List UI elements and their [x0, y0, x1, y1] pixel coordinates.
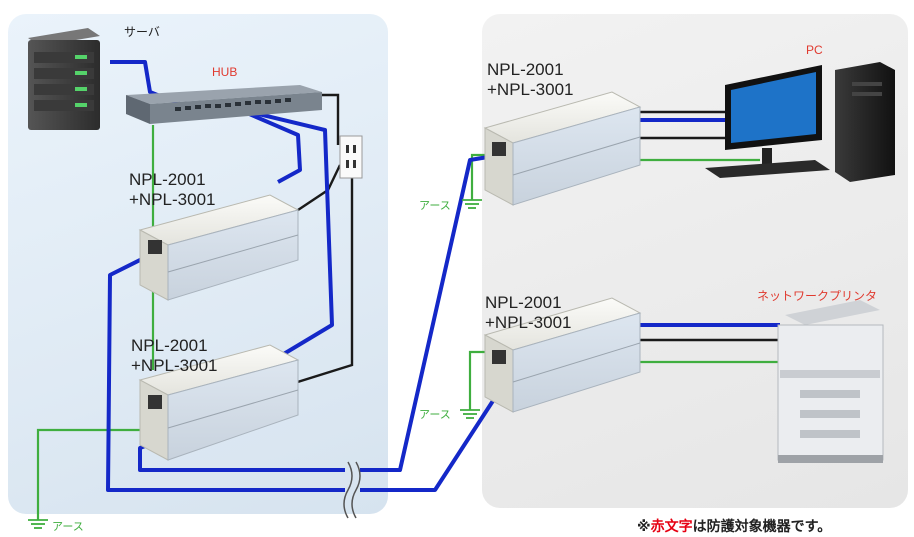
footnote: ※赤文字は防護対象機器です。: [637, 516, 831, 536]
earth-label: アース: [419, 409, 451, 421]
device-model-line1: NPL-2001: [485, 293, 562, 312]
device-label-4: NPL-2001 +NPL-3001: [485, 293, 571, 332]
printer-label: ネットワークプリンタ: [757, 289, 878, 303]
device-model-line2: +NPL-3001: [487, 79, 574, 99]
footnote-suffix: は防護対象機器です。: [692, 518, 832, 534]
footnote-highlight: 赤文字: [650, 518, 693, 534]
device-model-line2: +NPL-3001: [129, 189, 216, 209]
surge-protector-unit-2: [138, 344, 300, 461]
device-model-line1: NPL-2001: [487, 60, 564, 79]
device-label-2: NPL-2001 +NPL-3001: [131, 336, 217, 375]
footnote-prefix: ※: [637, 518, 651, 534]
pc-label: PC: [806, 43, 823, 57]
device-label-3: NPL-2001 +NPL-3001: [487, 60, 573, 99]
device-model-line1: NPL-2001: [129, 170, 206, 189]
device-model-line2: +NPL-3001: [485, 312, 572, 332]
earth-label: アース: [52, 521, 84, 533]
break-mark: [351, 461, 361, 519]
hub-label: HUB: [212, 65, 238, 79]
server-icon: [28, 28, 100, 130]
printer-icon: [777, 300, 884, 463]
break-mark: [343, 461, 353, 519]
device-model-line2: +NPL-3001: [131, 355, 218, 375]
power-outlet-icon: [339, 135, 363, 179]
earth-symbol-icon: [28, 519, 48, 529]
device-model-line1: NPL-2001: [131, 336, 208, 355]
server-label: サーバ: [124, 25, 160, 39]
hub-icon: [126, 85, 322, 124]
earth-symbol-icon: [460, 409, 480, 419]
earth-symbol-icon: [462, 199, 482, 209]
device-label-1: NPL-2001 +NPL-3001: [129, 170, 215, 209]
pc-icon: [705, 62, 895, 182]
earth-label: アース: [419, 200, 451, 212]
surge-protector-unit-4: [483, 297, 642, 413]
surge-protector-unit-1: [138, 194, 300, 301]
surge-protector-unit-3: [483, 91, 642, 206]
